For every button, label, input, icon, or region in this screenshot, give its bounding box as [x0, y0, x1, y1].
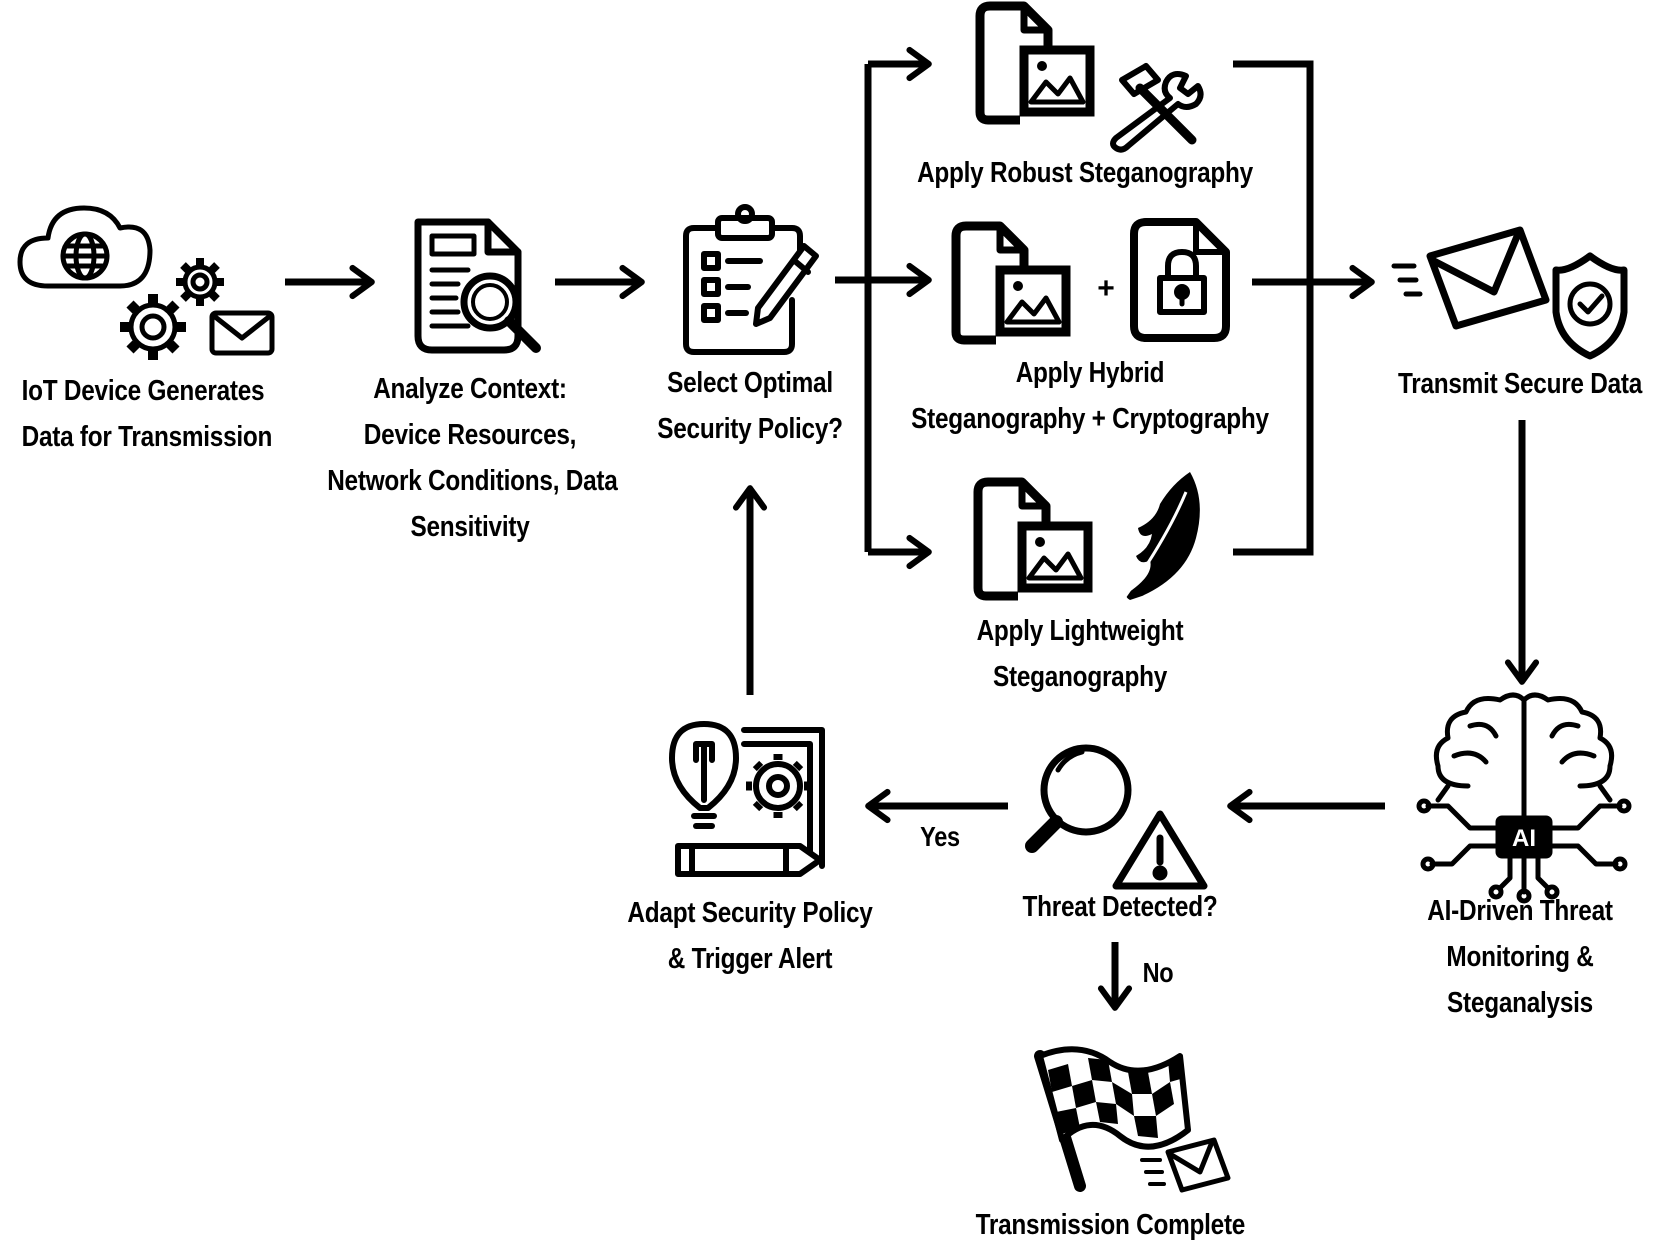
node-select-policy-label: Select Optimal Security Policy?: [657, 367, 843, 445]
node-threat-label: Threat Detected?: [1022, 891, 1218, 923]
lightbulb-gear-pencil-icon: [669, 721, 825, 877]
node-transmit-label: Transmit Secure Data: [1397, 368, 1643, 400]
ai-brain-circuit-icon: [1416, 692, 1632, 904]
node-analyze-label: Analyze Context: Device Resources, Netwo…: [327, 373, 618, 543]
node-hybrid-label: Apply Hybrid Steganography + Cryptograph…: [911, 357, 1269, 435]
node-ai-monitor-label: AI-Driven Threat Monitoring & Steganalys…: [1427, 895, 1613, 1019]
edge-yes-label: Yes: [920, 821, 960, 852]
checkered-flag-mail-icon: [1034, 1046, 1231, 1193]
document-magnifier-icon: [414, 218, 541, 354]
connector-lines: [285, 46, 1540, 1011]
node-robust-label: Apply Robust Steganography: [917, 157, 1253, 189]
node-adapt-label: Adapt Security Policy & Trigger Alert: [627, 897, 873, 975]
clipboard-checklist-pencil-icon: [683, 204, 819, 355]
node-complete-label: Transmission Complete: [975, 1209, 1246, 1241]
ai-chip-label: AI: [1512, 825, 1536, 852]
plus-sign: +: [1097, 272, 1115, 305]
right-bracket: [1233, 60, 1314, 556]
image-file-tools-icon: [980, 6, 1204, 153]
mail-shield-icon: [1391, 226, 1628, 360]
image-file-plus-lock-file-icon: [956, 218, 1230, 340]
node-iot-device-label: IoT Device Generates Data for Transmissi…: [21, 375, 273, 453]
edge-no-label: No: [1142, 957, 1174, 988]
node-lightweight-label: Apply Lightweight Steganography: [976, 615, 1184, 693]
magnifier-warning-icon: [1025, 744, 1208, 890]
cloud-gears-mail-icon: [17, 205, 275, 360]
image-file-feather-icon: [978, 472, 1200, 600]
